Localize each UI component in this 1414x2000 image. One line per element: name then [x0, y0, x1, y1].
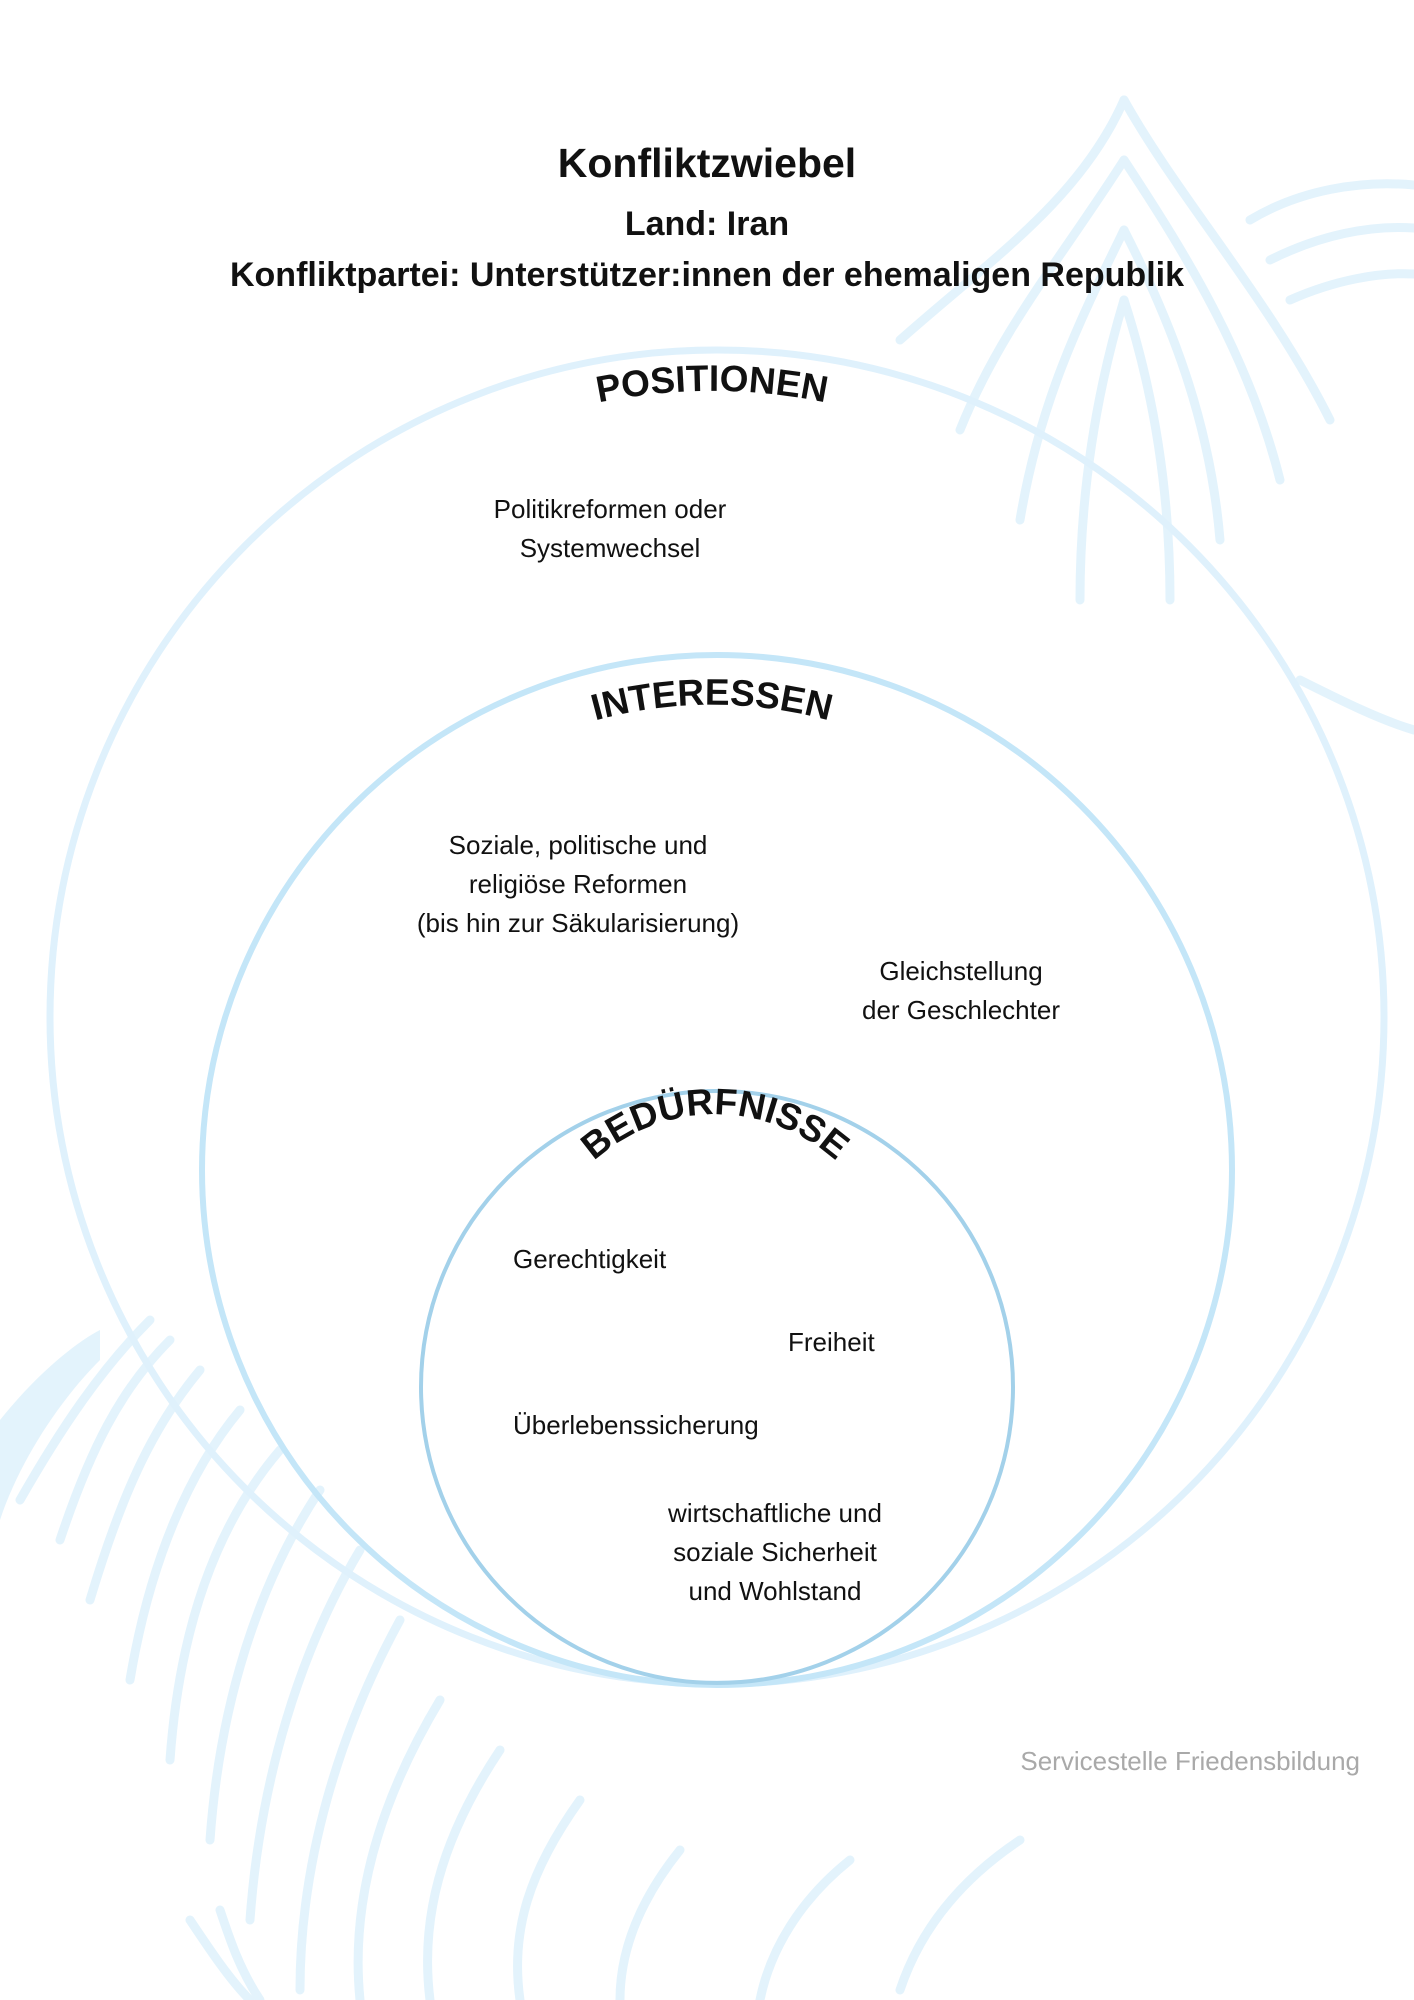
interest-item: Soziale, politische und religiöse Reform…: [398, 826, 758, 943]
need-item: Gerechtigkeit: [513, 1240, 666, 1279]
interest-item-line: religiöse Reformen: [468, 869, 688, 899]
need-item-line: wirtschaftliche und: [668, 1498, 882, 1528]
interest-item-line: Gleichstellung: [879, 956, 1043, 986]
interest-item-line: der Geschlechter: [862, 995, 1060, 1025]
interest-item: Gleichstellung der Geschlechter: [846, 952, 1076, 1030]
position-item: Politikreformen oder Systemwechsel: [480, 490, 740, 568]
needs-heading: BEDÜRFNISSE: [573, 1081, 856, 1167]
interest-item-line: (bis hin zur Säkularisierung): [416, 908, 740, 938]
need-item-line: und Wohlstand: [688, 1576, 862, 1606]
need-item-line: Freiheit: [788, 1327, 875, 1357]
need-item: wirtschaftliche und soziale Sicherheit u…: [645, 1494, 905, 1611]
need-item-line: soziale Sicherheit: [673, 1537, 877, 1567]
country-label: Land: Iran: [624, 205, 790, 243]
conflict-party-label: Konfliktpartei: Unterstützer:innen der e…: [229, 256, 1184, 294]
need-item: Freiheit: [788, 1323, 875, 1362]
interests-heading: INTERESSEN: [587, 672, 837, 729]
needs-ring: [419, 1089, 1015, 1685]
interest-item-line: Soziale, politische und: [448, 830, 708, 860]
footer-credit: Servicestelle Friedensbildung: [1020, 1746, 1360, 1776]
need-item-line: Überlebenssicherung: [513, 1410, 759, 1440]
need-item: Überlebenssicherung: [513, 1406, 759, 1445]
need-item-line: Gerechtigkeit: [513, 1244, 667, 1274]
position-item-line: Systemwechsel: [519, 533, 701, 563]
positions-heading: POSITIONEN: [593, 358, 832, 410]
position-item-line: Politikreformen oder: [493, 494, 727, 524]
page-title: Konfliktzwiebel: [557, 140, 857, 186]
